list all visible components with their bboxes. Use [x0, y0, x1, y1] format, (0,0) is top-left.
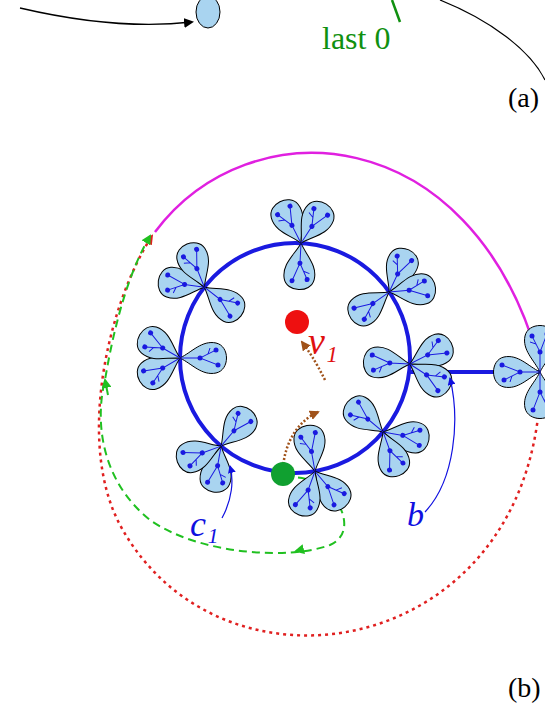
tree-petal: [369, 427, 414, 481]
tree-petal: [132, 321, 188, 371]
cycle-c1: [180, 243, 410, 473]
green-arrowhead: [296, 550, 300, 551]
tree-petal: [283, 242, 316, 290]
figure-label: b: [407, 498, 424, 532]
tree-petal: [172, 432, 226, 477]
leader-c1: [222, 466, 232, 518]
tree-petal: [209, 401, 263, 457]
figure-label: v₁: [308, 322, 338, 360]
figure-label: c₁: [190, 506, 219, 542]
tree-petal: [401, 351, 457, 402]
red-dotted-arc: [99, 236, 540, 635]
figure-label: last 0: [322, 22, 390, 54]
tree-petal: [195, 275, 251, 328]
partial-arrow: [20, 8, 192, 24]
tree-petal: [288, 196, 339, 252]
vertex-v1: [285, 310, 309, 334]
brown-arrow: [283, 412, 318, 468]
figure-label: (b): [508, 674, 541, 702]
tree-petal: [363, 346, 411, 379]
tree-petal: [494, 357, 541, 388]
tree-petal: [173, 238, 219, 293]
tree-petals: [132, 195, 545, 521]
figure-label: (a): [508, 84, 539, 112]
tree-petal: [180, 343, 227, 374]
leader-b: [425, 378, 455, 512]
partial-curve: [440, 0, 545, 80]
green-arrowhead: [105, 380, 108, 395]
green-dashed-path: [101, 236, 344, 553]
marker-tick: [392, 0, 400, 22]
tree-petal: [342, 279, 398, 331]
tree-petal: [338, 390, 394, 444]
tree-petal: [388, 273, 437, 308]
partial-petal: [196, 0, 220, 28]
start-vertex: [271, 462, 295, 486]
